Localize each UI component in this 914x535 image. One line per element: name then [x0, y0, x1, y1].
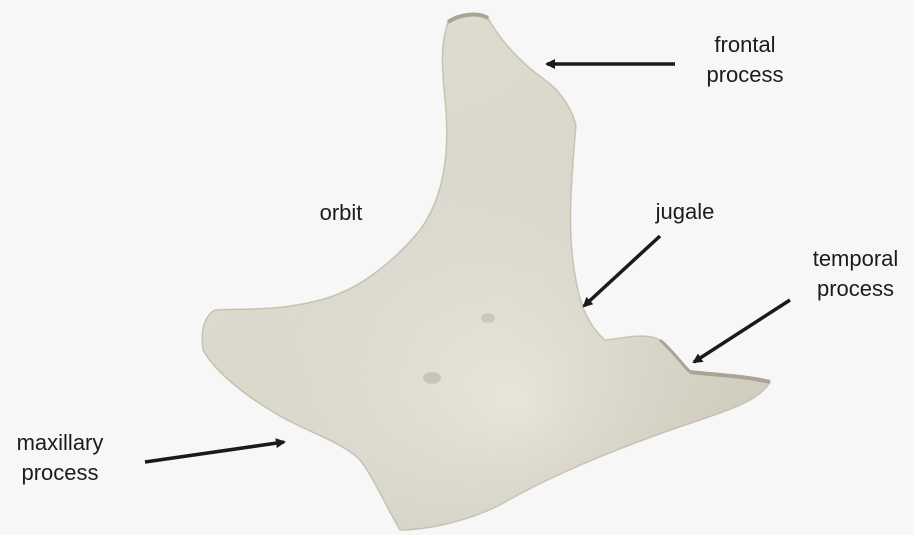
foramen — [423, 372, 441, 384]
bone-shading — [202, 15, 770, 530]
maxillary-process-arrow — [145, 442, 284, 462]
label-temporal-line2: process — [798, 274, 913, 304]
foramen — [481, 313, 495, 323]
label-frontal-process: frontal process — [690, 30, 800, 90]
label-frontal-line1: frontal — [690, 30, 800, 60]
label-orbit: orbit — [306, 198, 376, 228]
label-frontal-line2: process — [690, 60, 800, 90]
label-maxillary-line1: maxillary — [0, 428, 120, 458]
label-jugale: jugale — [640, 197, 730, 227]
label-temporal-process: temporal process — [798, 244, 913, 304]
label-maxillary-process: maxillary process — [0, 428, 120, 488]
temporal-process-arrow — [694, 300, 790, 362]
jugale-arrow — [584, 236, 660, 306]
label-maxillary-line2: process — [0, 458, 120, 488]
label-temporal-line1: temporal — [798, 244, 913, 274]
